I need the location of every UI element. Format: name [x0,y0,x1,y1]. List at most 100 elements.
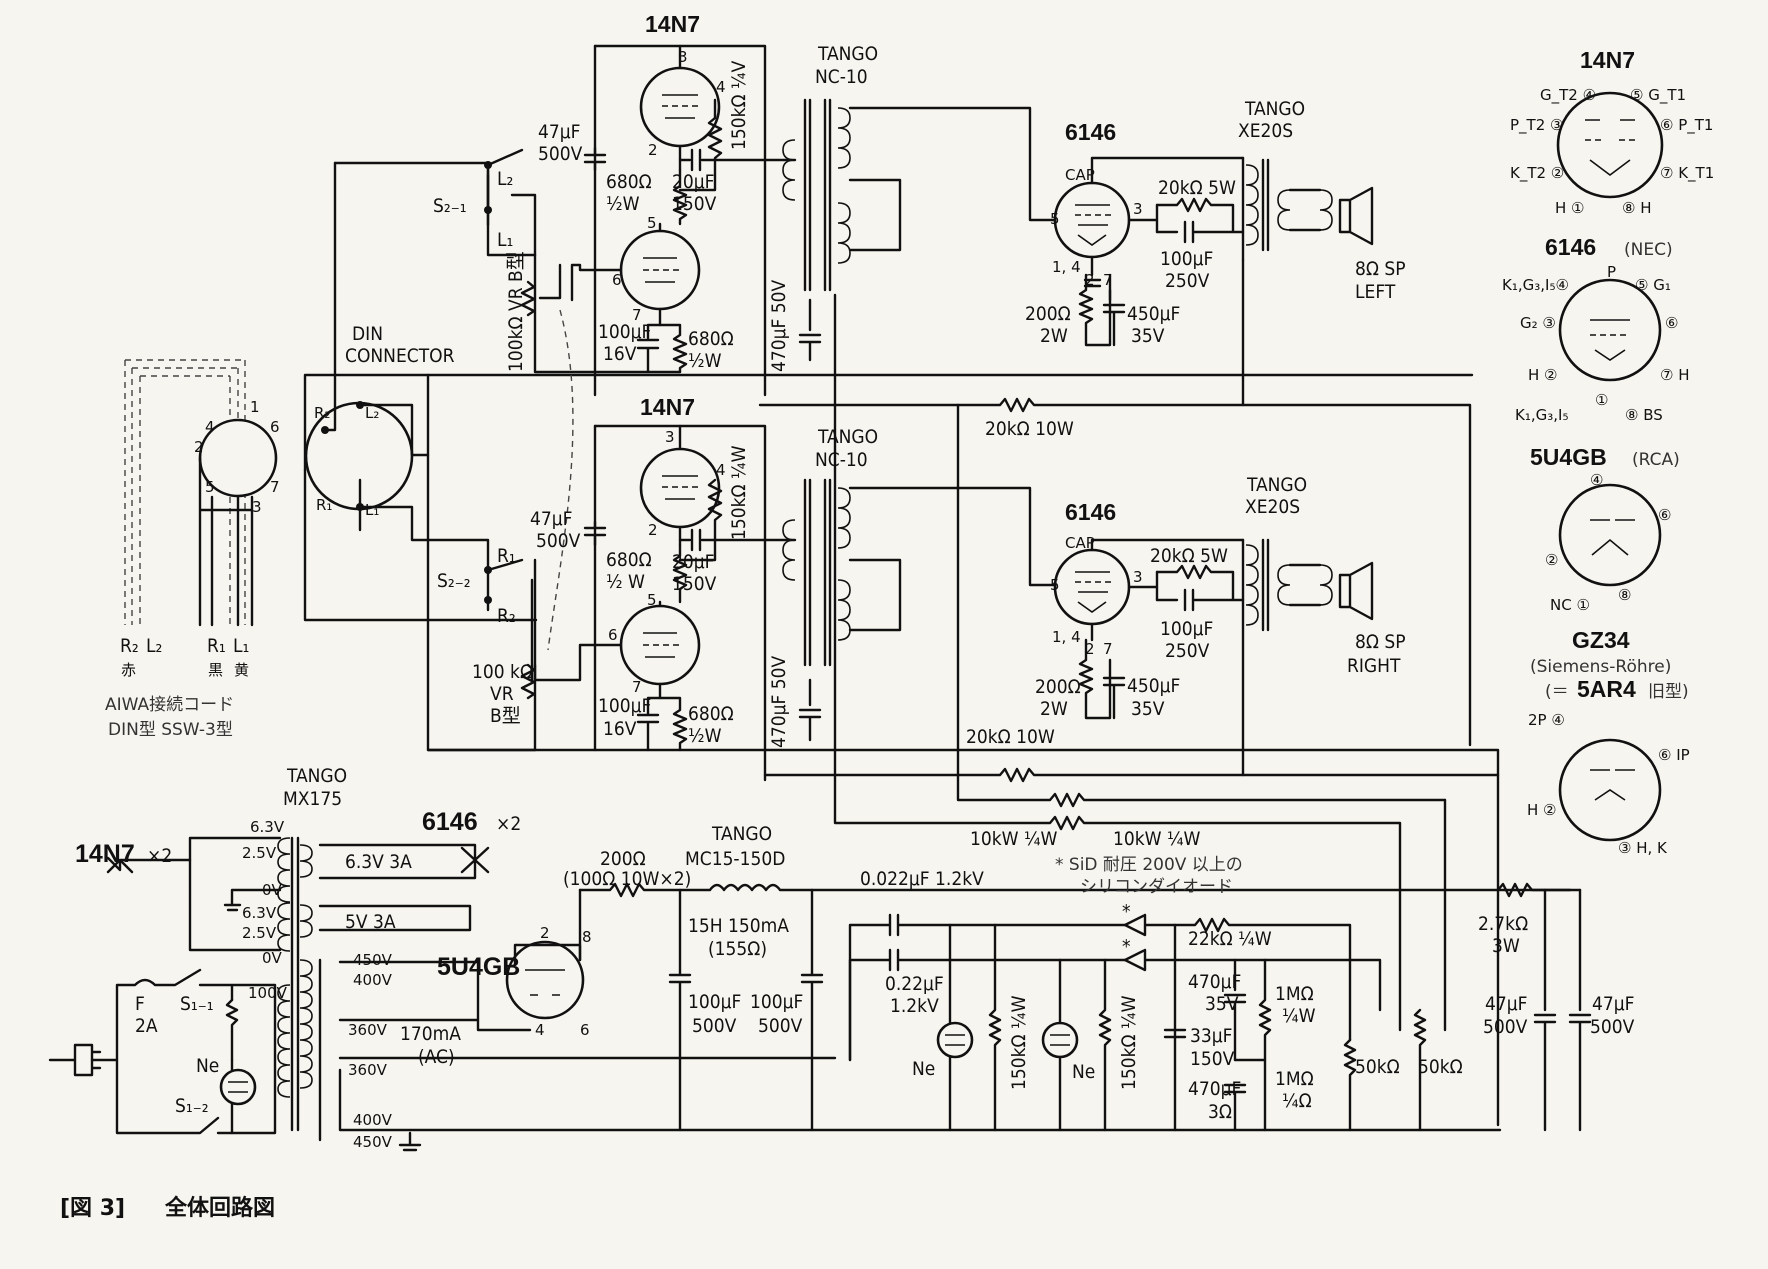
pin-label: H ② [1528,366,1558,384]
label-c-bypass: 470μF 50V [768,656,790,748]
label-cap: CAP [1065,534,1095,552]
tap-label: 400V [353,971,393,989]
pin-label: ④ [1590,471,1603,489]
label-wire-r1: R₁ [207,635,226,657]
pin-label: 5 [1050,210,1060,228]
label-r10k-a: 10kW ¼W [970,828,1058,850]
pin-label: K₁,G₃,I₅④ [1502,276,1569,294]
label-vr-upper: 100kΩ VR B型 [505,251,527,372]
pin-label: 6 [580,1021,590,1039]
pin-label: 2 [648,521,658,539]
label-r-drop-2: (100Ω 10W×2) [563,868,691,890]
figure-caption-number: [図 3] [60,1196,125,1221]
upper-channel [333,44,1472,747]
label-c47b: 47μF [1592,993,1634,1015]
pin-label: ⑥ IP [1658,746,1690,764]
label-c470b: 470μF [1188,1078,1241,1100]
label-hv-current: 170mA [400,1023,461,1045]
label-c-k-v: 16V [603,718,637,740]
pin-label: ⑧ H [1622,199,1652,217]
label-speaker-right-side: RIGHT [1347,655,1401,677]
pin-label: 3 [1133,568,1143,586]
label-wire-l2: L₂ [146,635,162,657]
label-r22k: 22kΩ ¼W [1188,928,1272,950]
pin-label: ⑥ [1665,314,1678,332]
tap-label: 450V [353,1133,393,1151]
pin-label: ⑥ [1658,506,1671,524]
label-wire-l1: L₁ [233,635,249,657]
label-star: * [1122,901,1131,923]
pin-label: 3 [1133,200,1143,218]
label-heater-14n7-x: ×2 [147,845,172,867]
pin-label: ③ H, K [1618,839,1668,857]
label-din-r2: R₂ [314,404,330,422]
tube-14n7-upper-b [619,229,701,311]
label-r-grid: 150kΩ ¼V [728,60,750,150]
label-c-coup-v: 150V [672,193,717,215]
pin-label: 1, 4 [1052,628,1081,646]
label-6146-upper: 6146 [1065,119,1116,145]
label-din-r1: R₁ [316,496,332,514]
pin-label: ⑤ G₁ [1635,276,1671,294]
label-xe20s: XE20S [1238,120,1293,142]
label-c-k-out-v: 35V [1131,698,1165,720]
label-pinout-gz34-sub: (Siemens-Röhre) [1530,657,1671,677]
pin-label: 2P ④ [1528,711,1565,729]
label-switch-s11: S₁₋₁ [180,993,214,1015]
pin-label: 5 [205,478,215,496]
pin-label: G_T2 ④ [1540,86,1596,105]
pin-label: 2 [194,438,204,456]
pin-label: 1, 4 [1052,258,1081,276]
tube-5u4gb [505,940,585,1020]
label-switch-l1: L₁ [497,229,513,251]
label-r-plate-w: ½W [606,193,640,215]
label-r27w: 3W [1492,935,1520,957]
pin-label: K₁,G₃,I₅ [1515,406,1568,424]
label-sec-heater: 6.3V 3A [345,851,412,873]
pin-label: 5 [1050,576,1060,594]
pin-label: 6 [612,271,622,289]
label-pinout-gz34-eq2: 5AR4 [1577,676,1636,702]
label-pinout-gz34-eq: (＝ [1545,682,1569,702]
label-r-k-out-w: 2W [1040,698,1068,720]
label-rect-5u4gb: 5U4GB [437,953,520,981]
label-r-plate-w: ½ W [606,571,645,593]
pin-label: 6 [270,418,280,436]
label-r1m-aw: ¼W [1282,1005,1316,1027]
label-nc10: NC-10 [815,66,868,88]
label-choke-spec: 15H 150mA [688,915,789,937]
label-wire-color: 黒 [208,661,223,679]
tap-label: 2.5V [242,844,277,862]
label-c-fb-v: 250V [1165,640,1210,662]
label-r10k-b: 10kW ¼W [1113,828,1201,850]
label-speaker-left-side: LEFT [1355,281,1396,303]
pin-label: 7 [632,306,642,324]
pin-label: H ② [1527,801,1557,819]
label-vr-lower-2: VR [490,683,514,705]
label-heater-6146-x: ×2 [496,813,521,835]
label-c-k-out: 450μF [1127,675,1180,697]
label-c-coup: 20μF [672,551,714,573]
label-c-dec-v: 500V [538,143,583,165]
label-pinout-gz34-eq3: 旧型) [1648,682,1689,702]
label-xe20s: XE20S [1245,496,1300,518]
label-tango-choke-brand: TANGO [711,823,772,845]
input-section [124,161,1474,752]
pin-label: ⑧ BS [1625,406,1663,424]
pin-label: ② [1545,551,1558,569]
label-ne3: Ne [1072,1061,1095,1083]
label-c-fb: 100μF [1160,248,1213,270]
label-bias-c2: 0.22μF [885,973,944,995]
label-pinout-6146-sub: (NEC) [1624,240,1673,260]
pin-label: 3 [665,428,675,446]
label-c470bv: 3Ω [1208,1101,1232,1123]
label-c-bypass: 470μF 50V [768,280,790,372]
label-r-fb: 20kΩ 5W [1158,177,1236,199]
label-r-k-out: 200Ω [1025,303,1071,325]
label-r-grid: 150kΩ ¼W [728,445,750,540]
label-c-fb-v: 250V [1165,270,1210,292]
label-r-k-w: ½W [688,725,722,747]
label-r-k-w: ½W [688,350,722,372]
label-r150a: 150kΩ ¼W [1008,995,1030,1090]
label-pinout-14n7: 14N7 [1580,47,1635,73]
